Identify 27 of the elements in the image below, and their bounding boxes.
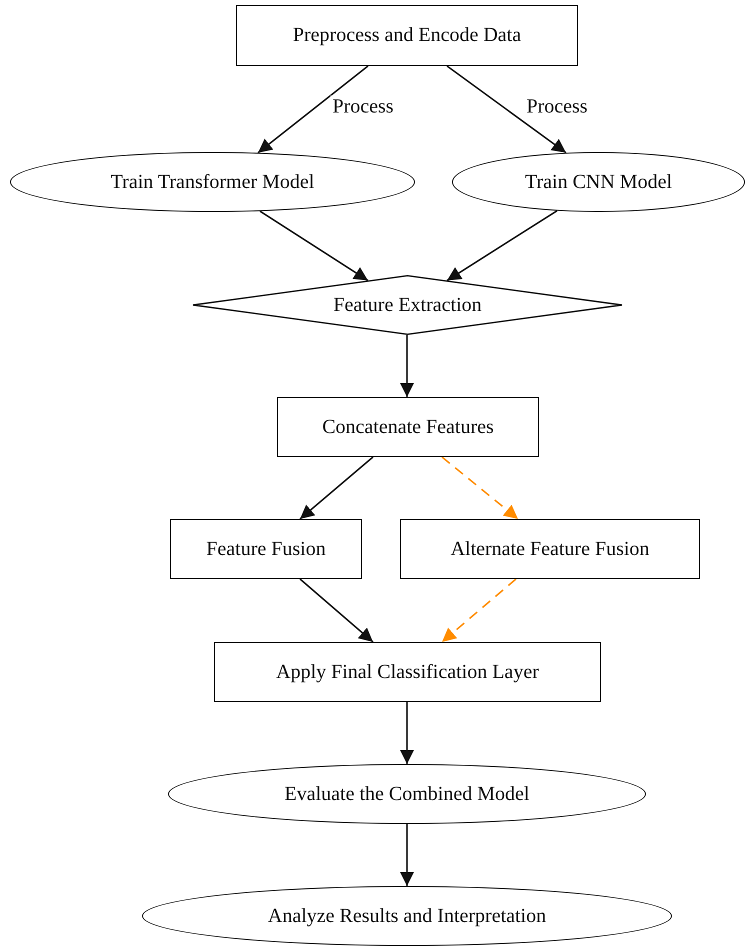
arrow: [446, 210, 558, 282]
process-box: [214, 642, 601, 702]
node-label: Train Transformer Model: [110, 170, 314, 194]
arrow: [299, 456, 374, 520]
node-label: Analyze Results and Interpretation: [268, 904, 546, 928]
arrow: [299, 578, 374, 643]
node-label: Feature Fusion: [206, 538, 326, 560]
arrow: [441, 578, 517, 643]
node-label: Concatenate Features: [322, 416, 494, 438]
node-label: Evaluate the Combined Model: [284, 782, 530, 806]
node-label: Preprocess and Encode Data: [292, 24, 522, 47]
arrow: [400, 824, 414, 886]
node-label: Alternate Feature Fusion: [450, 538, 650, 560]
arrow: [258, 65, 368, 154]
process-box: [170, 519, 362, 579]
process-box: [400, 519, 700, 579]
decision-diamond: [193, 275, 622, 335]
arrow: [400, 334, 414, 397]
node-label: Train CNN Model: [524, 170, 672, 194]
process-box: [236, 5, 578, 66]
arrow: [446, 65, 566, 154]
arrow: [260, 210, 368, 282]
node-label: Feature Extraction: [333, 294, 482, 316]
node-label: Apply Final Classification Layer: [276, 660, 539, 684]
arrow: [400, 702, 414, 764]
arrow: [442, 456, 518, 520]
process-box: [277, 397, 539, 457]
